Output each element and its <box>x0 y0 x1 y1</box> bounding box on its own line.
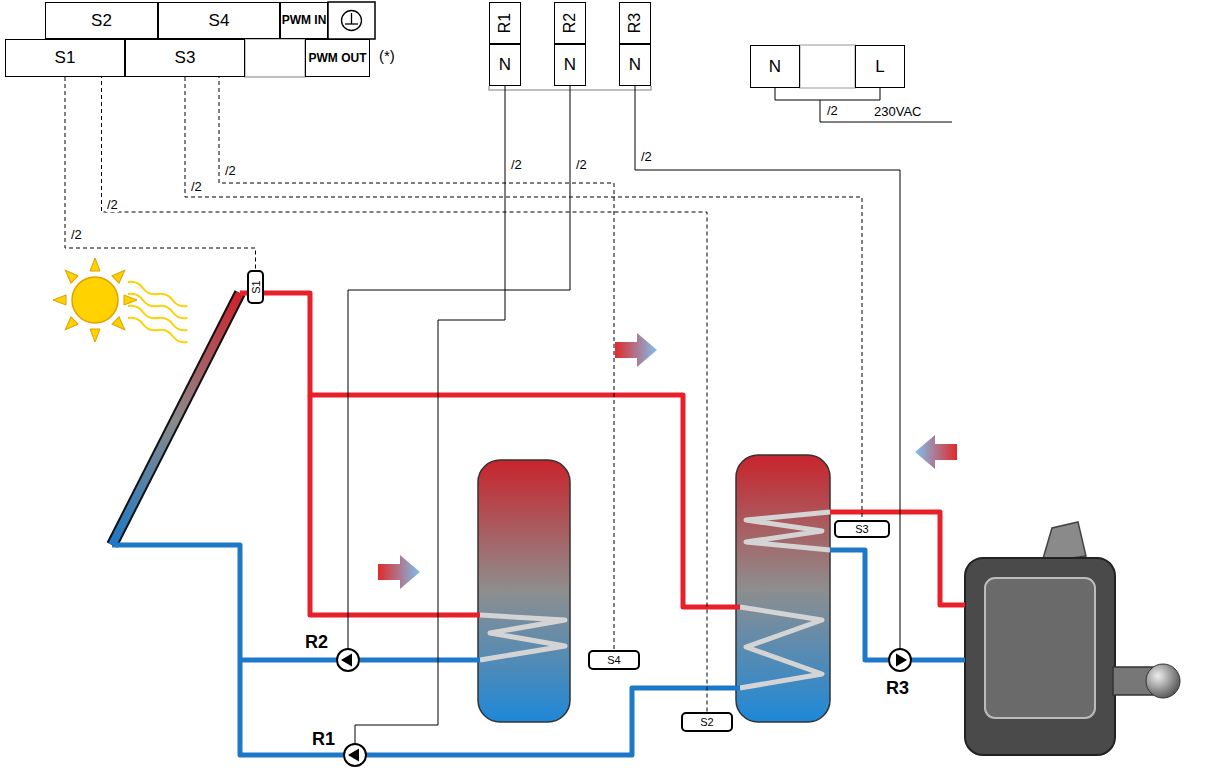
terminal-box: R1 <box>489 2 521 44</box>
boiler <box>965 522 1180 755</box>
terminal-rail <box>489 86 651 90</box>
terminal-box: N <box>619 44 651 86</box>
terminal-box: PWM IN <box>280 2 328 39</box>
terminal-label: S4 <box>607 654 620 666</box>
terminal-box: PWM OUT <box>305 39 370 77</box>
pump-label: R3 <box>886 678 909 699</box>
solar-collector <box>112 293 240 545</box>
return-pipe <box>112 545 965 755</box>
terminal-label: N <box>499 55 511 75</box>
terminal-label: S1 <box>55 48 76 68</box>
terminal-box: R2 <box>554 2 586 44</box>
flow-arrow <box>615 333 657 367</box>
terminal-label: R3 <box>626 13 644 33</box>
cable-marker: /2 <box>190 180 203 194</box>
supply-voltage: 230VAC <box>873 104 922 119</box>
terminal-label: S4 <box>209 11 230 31</box>
power-cable <box>355 86 505 743</box>
flow-arrow <box>915 435 957 469</box>
terminal-box: N <box>750 45 800 88</box>
terminal-label: S3 <box>175 48 196 68</box>
terminal-label: R2 <box>561 13 579 33</box>
flow-arrow <box>378 555 420 589</box>
cable-marker: /2 <box>575 158 588 172</box>
pump-label: R2 <box>305 632 328 653</box>
sensor-tag: S3 <box>834 520 890 538</box>
cable-marker: /2 <box>510 158 523 172</box>
sensor-tag: S4 <box>588 650 640 670</box>
cable-marker: /2 <box>70 228 83 242</box>
footnote-mark: (*) <box>378 47 396 64</box>
blank-terminal <box>245 39 305 77</box>
terminal-label: PWM OUT <box>309 52 367 65</box>
terminal-label: S2 <box>91 11 112 31</box>
terminal-label: R1 <box>496 13 514 33</box>
circulation-pump: R3 <box>888 648 912 672</box>
terminal-label: S2 <box>700 716 713 728</box>
circulation-pump: R2 <box>336 648 360 672</box>
cable-marker: /2 <box>106 198 119 212</box>
ground-terminal <box>328 2 375 39</box>
storage-tank <box>478 460 570 722</box>
cable-marker: /2 <box>640 150 653 164</box>
power-cable <box>348 86 570 648</box>
flow-pipe <box>240 293 965 615</box>
pump-symbol <box>345 745 365 765</box>
terminal-box: N <box>489 44 521 86</box>
sensor-cable <box>65 77 256 270</box>
power-cable <box>635 86 900 648</box>
terminal-box: R3 <box>619 2 651 44</box>
terminal-label: S1 <box>250 280 262 293</box>
circulation-pump: R1 <box>343 743 367 767</box>
sensor-cable <box>185 77 862 520</box>
sun-rays <box>127 280 188 345</box>
supply-wire <box>820 100 952 122</box>
cable-marker: /2 <box>826 104 839 118</box>
terminal-label: N <box>769 57 781 77</box>
terminal-box: S2 <box>45 2 158 39</box>
sun <box>53 258 137 342</box>
terminal-box: N <box>554 44 586 86</box>
terminal-box: S4 <box>158 2 280 39</box>
storage-tank <box>736 455 830 722</box>
terminal-label: L <box>875 57 884 77</box>
pump-label: R1 <box>312 729 335 750</box>
ground-symbol <box>342 11 362 31</box>
power-cable <box>775 88 880 100</box>
sensor-tag: S2 <box>681 712 733 732</box>
solar-collector <box>112 293 240 545</box>
heat-exchanger-coil <box>480 512 830 688</box>
blank-terminal <box>800 45 855 88</box>
sensor-cable <box>219 39 614 650</box>
sensor-cable <box>102 39 708 712</box>
terminal-label: S3 <box>855 523 868 535</box>
pump-symbol <box>338 650 358 670</box>
sensor-tag: S1 <box>247 270 264 304</box>
terminal-label: N <box>629 55 641 75</box>
terminal-box: S3 <box>125 39 245 77</box>
terminal-label: N <box>564 55 576 75</box>
terminal-label: PWM IN <box>282 14 327 27</box>
terminal-box: S1 <box>5 39 125 77</box>
pump-symbol <box>890 650 910 670</box>
cable-marker: /2 <box>224 164 237 178</box>
terminal-box: L <box>855 45 905 88</box>
